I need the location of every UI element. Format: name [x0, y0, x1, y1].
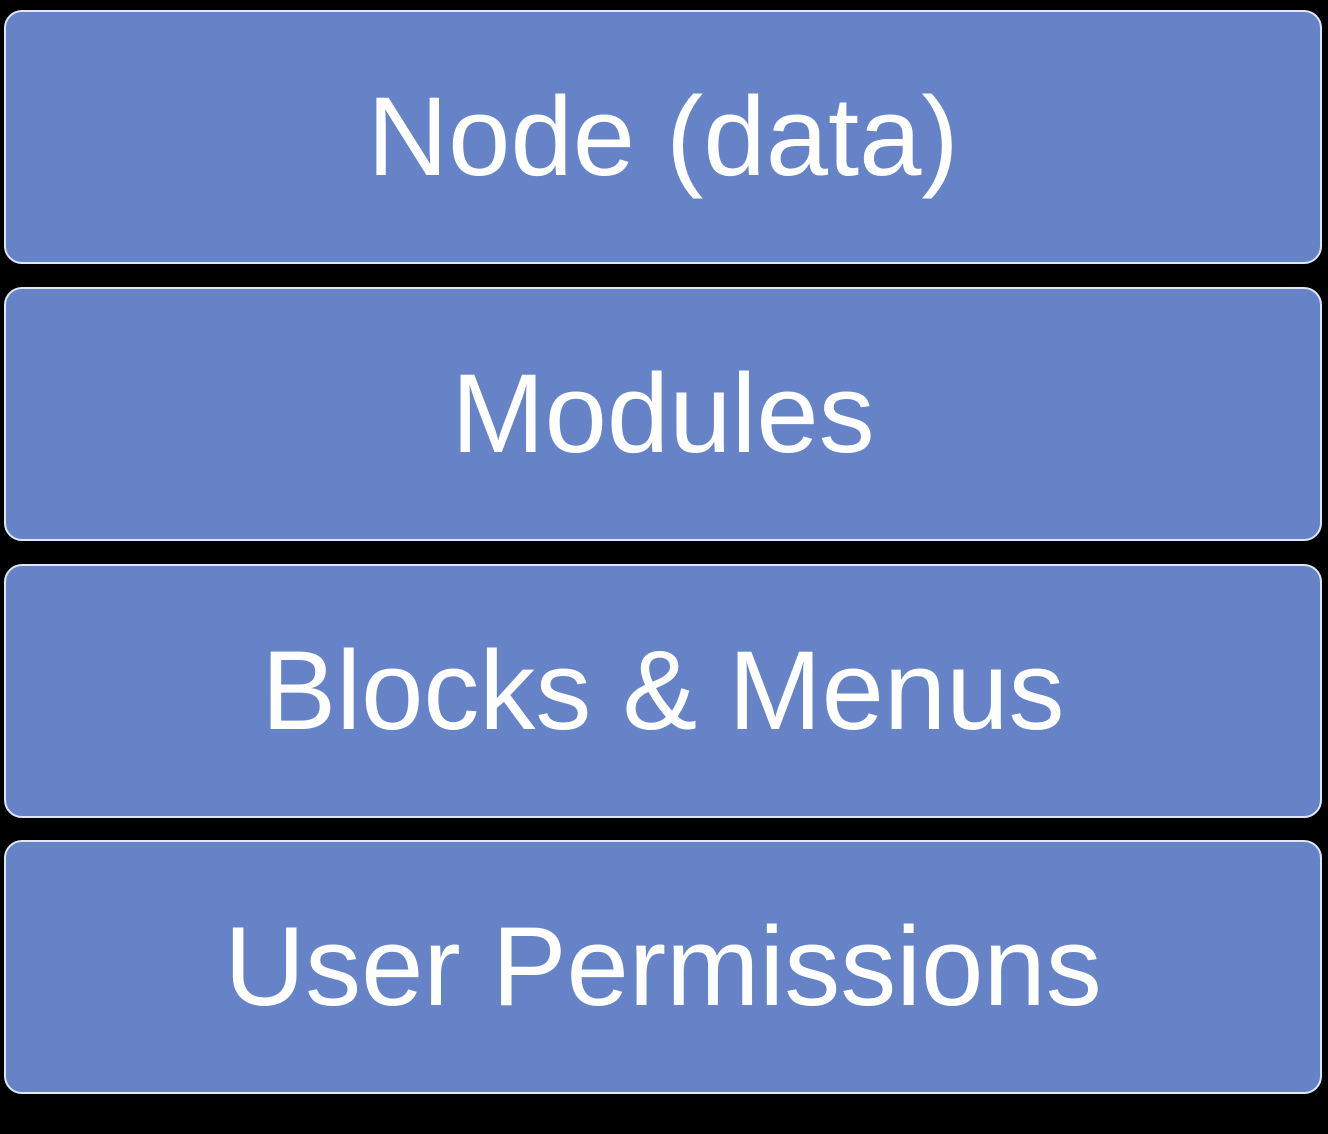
layer-box-node-data: Node (data)	[4, 10, 1322, 264]
layer-label: Node (data)	[367, 74, 959, 199]
layer-box-modules: Modules	[4, 287, 1322, 541]
layer-label: Modules	[451, 351, 875, 476]
layer-label: User Permissions	[224, 904, 1102, 1029]
layer-box-user-permissions: User Permissions	[4, 840, 1322, 1094]
layer-label: Blocks & Menus	[261, 628, 1065, 753]
layer-box-blocks-menus: Blocks & Menus	[4, 564, 1322, 818]
